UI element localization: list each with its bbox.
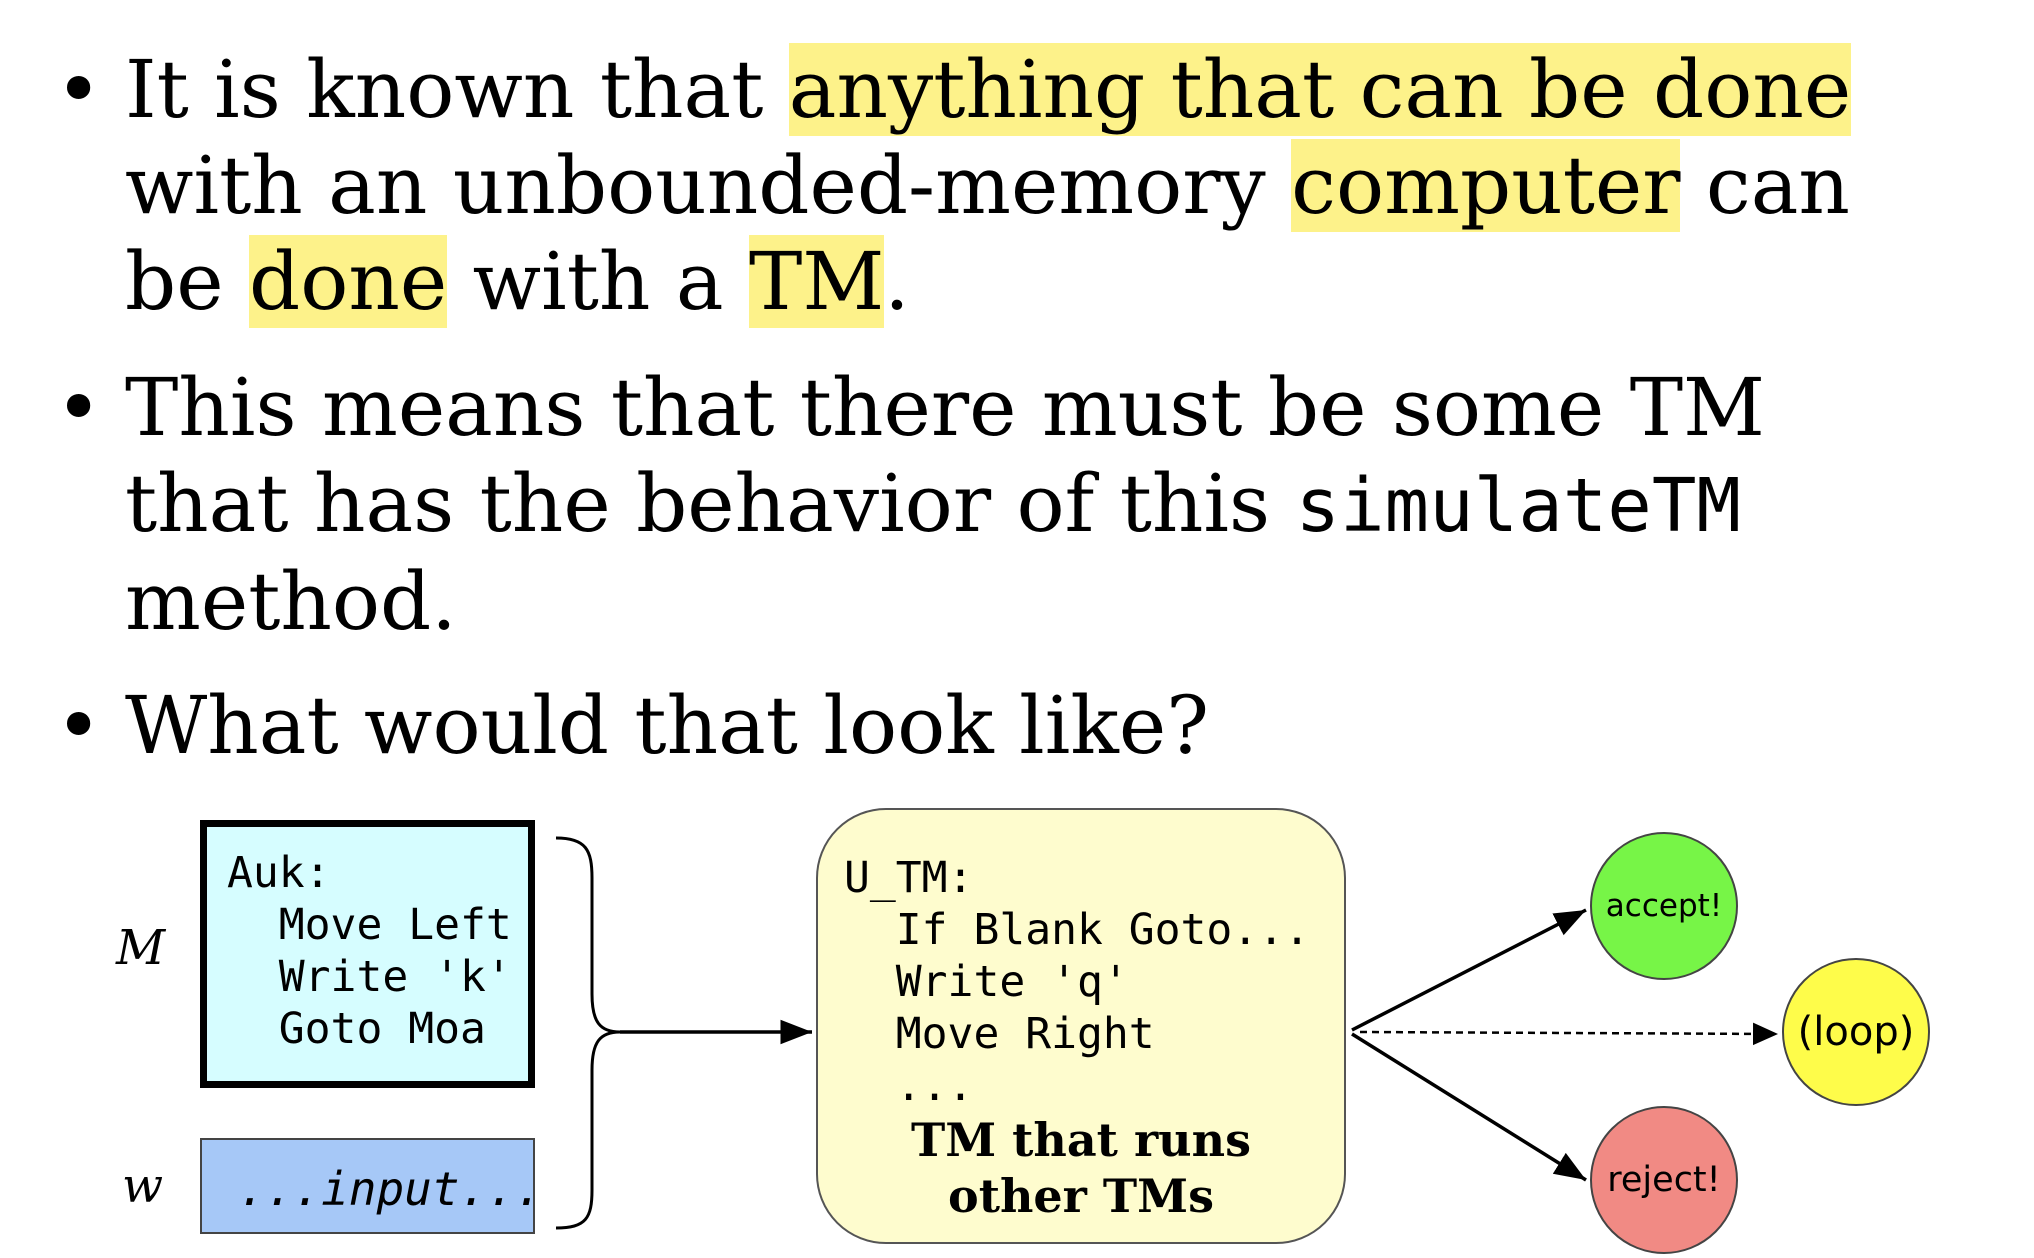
bullet-dot: • (55, 679, 103, 772)
bullet-text-segment: can (1680, 139, 1850, 232)
arrow-to-reject (1351, 1032, 1587, 1182)
universal-tm-caption: TM that runs other TMs (818, 1112, 1344, 1224)
bullet-text-segment: . (884, 235, 910, 328)
bullet-text-segment: be (125, 235, 249, 328)
accept-node: accept! (1590, 832, 1738, 980)
bullet-2: • This means that there must be some TM … (55, 360, 2005, 650)
bullet-text-segment: It is known that (125, 43, 789, 136)
simulate-tm-code: simulateTM (1295, 463, 1741, 549)
arrow-to-accept (1351, 908, 1587, 1032)
input-brace (555, 836, 621, 1230)
bullet-2-line1: This means that there must be some TM (125, 361, 1765, 454)
input-box: ...input... (200, 1138, 543, 1234)
bullet-3-text: What would that look like? (125, 679, 1210, 772)
loop-node: (loop) (1782, 958, 1930, 1106)
highlighted-phrase: computer (1291, 139, 1681, 232)
bullet-2-line3: method. (125, 555, 457, 648)
highlighted-phrase: TM (748, 235, 885, 328)
bullet-1: • It is known that anything that can be … (55, 42, 2005, 330)
bullet-dot: • (55, 361, 103, 454)
highlighted-phrase: anything that can be done (788, 43, 1852, 136)
bullet-text-segment: with a (447, 235, 749, 328)
input-text: ...input... (238, 1162, 543, 1216)
bullet-3: • What would that look like? (55, 678, 2005, 774)
bullet-1-text: It is known that anything that can be do… (125, 43, 1852, 328)
bullet-dot: • (55, 43, 103, 136)
arrow-to-loop (1359, 1022, 1779, 1046)
caption-line-2: other TMs (948, 1169, 1214, 1223)
universal-tm-box: U_TM: If Blank Goto... Write 'q' Move Ri… (816, 808, 1346, 1244)
reject-label: reject! (1607, 1160, 1721, 1200)
bullet-text-segment: with an unbounded-memory (125, 139, 1292, 232)
caption-line-1: TM that runs (911, 1113, 1251, 1167)
machine-description-box: Auk: Move Left Write 'k' Goto Moa … (200, 820, 535, 1088)
reject-node: reject! (1590, 1106, 1738, 1254)
bullet-2-line2: that has the behavior of this (125, 457, 1296, 550)
machine-program-text: Auk: Move Left Write 'k' Goto Moa … (227, 848, 512, 1088)
w-label: w (122, 1158, 164, 1214)
accept-label: accept! (1605, 888, 1723, 924)
universal-tm-program: U_TM: If Blank Goto... Write 'q' Move Ri… (844, 853, 1310, 1111)
highlighted-phrase: done (248, 235, 448, 328)
loop-label: (loop) (1797, 1009, 1915, 1055)
m-label: M (116, 920, 166, 976)
